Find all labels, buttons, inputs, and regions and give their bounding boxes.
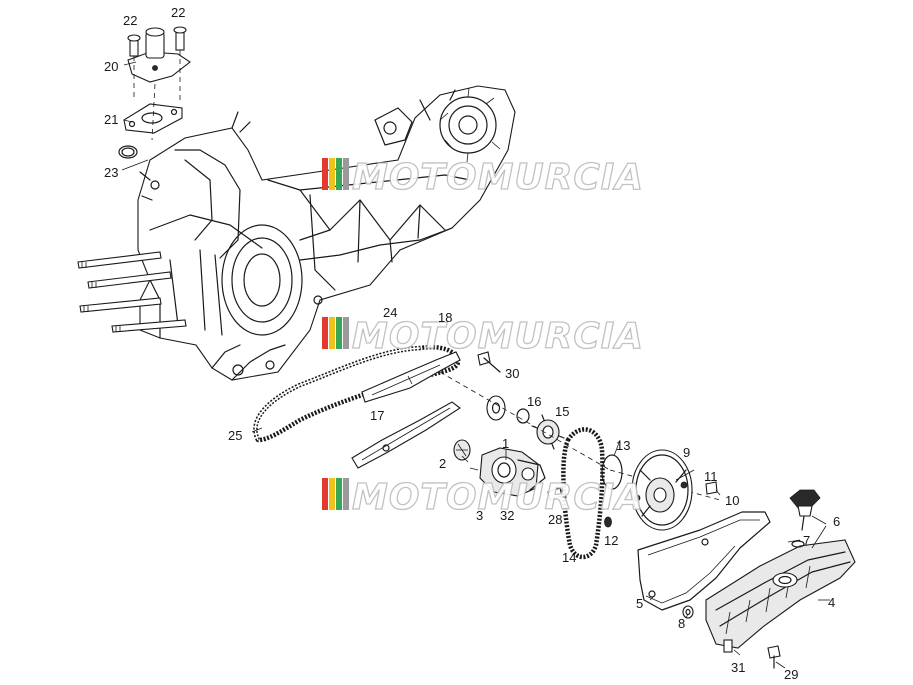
callout-22-right: 22 [171, 5, 185, 20]
callout-4: 4 [828, 595, 835, 610]
callout-18: 18 [438, 310, 452, 325]
bolt-12 [604, 516, 612, 528]
oil-pan-4 [705, 539, 856, 653]
assembly-lines-top [133, 50, 181, 141]
watermark-text: MOTOMURCIA [352, 157, 644, 198]
dipstick-6 [789, 489, 821, 531]
callout-12: 12 [604, 533, 618, 548]
watermark-stripe-green [336, 158, 342, 190]
chain-guide-17 [361, 351, 461, 403]
callout-24: 24 [383, 305, 397, 320]
callout-21: 21 [104, 112, 118, 127]
callout-3: 3 [476, 508, 483, 523]
bolt-top [477, 351, 501, 373]
callout-20: 20 [104, 59, 118, 74]
watermark-stripe-gray [343, 478, 349, 510]
gasket-5 [637, 511, 771, 611]
watermark-text: MOTOMURCIA [352, 477, 644, 518]
assembly-axis-center [439, 371, 611, 471]
callout-30: 30 [505, 366, 519, 381]
callout-31: 31 [731, 660, 745, 675]
callout-32: 32 [500, 508, 514, 523]
callout-22-left: 22 [123, 13, 137, 28]
plug-8 [682, 605, 694, 619]
cylinder-studs [77, 251, 187, 333]
watermark-stripe-green [336, 478, 342, 510]
pump-cover-gasket [123, 103, 183, 134]
callout-29: 29 [784, 667, 798, 682]
callout-14: 14 [562, 550, 576, 565]
callout-15: 15 [555, 404, 569, 419]
o-ring-16 [516, 408, 530, 424]
callout-5: 5 [636, 596, 643, 611]
callout-8: 8 [678, 616, 685, 631]
watermark-text: MOTOMURCIA [352, 316, 644, 357]
watermark-stripe-yellow [329, 317, 335, 349]
watermark-stripe-red [322, 478, 328, 510]
part-28 [547, 487, 563, 501]
callout-10: 10 [725, 493, 739, 508]
callout-7: 7 [803, 533, 810, 548]
seal-2 [453, 439, 471, 461]
watermark-stripe-gray [343, 317, 349, 349]
o-ring-7 [791, 540, 805, 548]
callout-1: 1 [502, 436, 509, 451]
oil-pump-body-1 [479, 447, 546, 497]
callout-9: 9 [683, 445, 690, 460]
watermark-stripe-gray [343, 158, 349, 190]
leader-lines [121, 61, 830, 669]
callout-23: 23 [104, 165, 118, 180]
callout-11: 11 [704, 469, 718, 484]
callout-13: 13 [616, 438, 630, 453]
sprocket-15 [531, 414, 565, 450]
bolt-11 [705, 481, 718, 495]
callout-labels: 22 22 20 21 23 24 18 30 17 16 15 25 1 2 … [104, 5, 840, 682]
watermark-stripe-green [336, 317, 342, 349]
drive-chain-14 [561, 427, 605, 560]
watermark-1: MOTOMURCIA [322, 156, 644, 199]
chain-guide-18 [351, 401, 461, 469]
callout-25: 25 [228, 428, 242, 443]
watermark-2: MOTOMURCIA [322, 315, 644, 358]
washer-30 [486, 395, 506, 421]
oil-pump-cover-assembly [127, 26, 191, 83]
crankcase [137, 85, 516, 381]
callout-2: 2 [439, 456, 446, 471]
watermark-stripe-yellow [329, 158, 335, 190]
gasket-13 [601, 454, 623, 490]
watermark-3: MOTOMURCIA [322, 476, 644, 519]
callout-17: 17 [370, 408, 384, 423]
drain-bolt-29 [767, 645, 781, 669]
chain-25-highlight [254, 347, 421, 441]
watermark-stripe-yellow [329, 478, 335, 510]
watermark-stripe-red [322, 317, 328, 349]
pump-sprocket-9 [631, 449, 693, 531]
watermark-stripe-red [322, 158, 328, 190]
o-ring-23 [118, 145, 138, 159]
callout-28: 28 [548, 512, 562, 527]
callout-16: 16 [527, 394, 541, 409]
callout-6: 6 [833, 514, 840, 529]
